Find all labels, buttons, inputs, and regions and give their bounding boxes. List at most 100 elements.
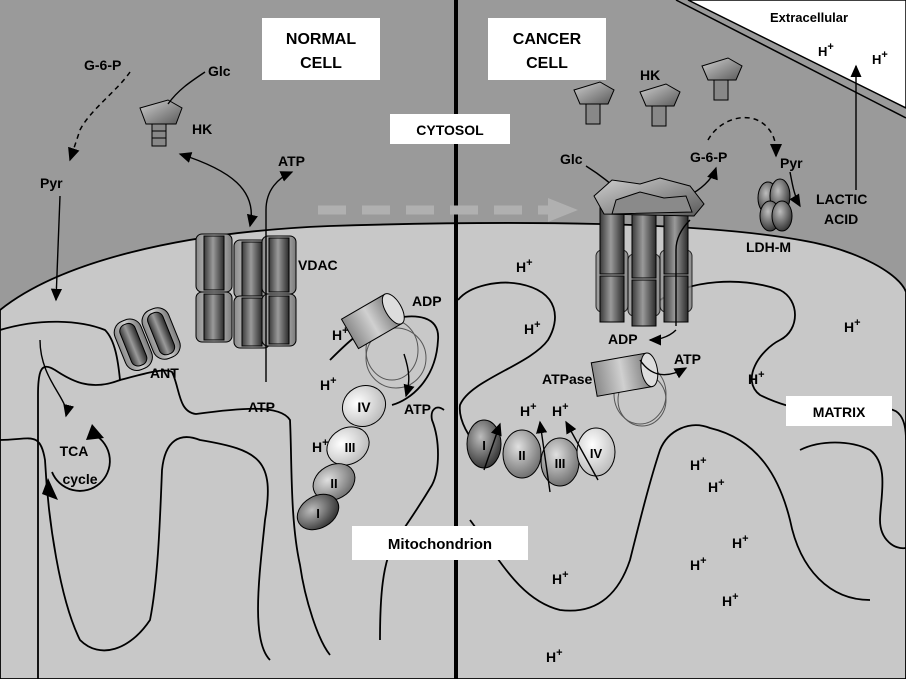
atp-export-arrow [265, 171, 294, 382]
proton-cancer-etc-1: H+ [520, 401, 537, 419]
proton-matrix-5: H+ [690, 455, 707, 473]
proton-normal-1: H+ [332, 325, 349, 343]
adp-atp-arrow-normal [403, 353, 415, 398]
mitochondrion-matrix [0, 222, 906, 679]
proton-matrix-2: H+ [524, 319, 541, 337]
atp-label-normal-synthase: ATP [404, 401, 431, 417]
proton-matrix-3: H+ [844, 317, 861, 335]
svg-text:I: I [316, 506, 320, 521]
hk-normal [139, 99, 183, 147]
vdac-normal [195, 233, 297, 349]
cytosol-label: CYTOSOL [390, 114, 510, 144]
pyr-to-tca-arrow [39, 339, 75, 418]
crista-center-left [119, 369, 331, 656]
hk-label-cancer: HK [640, 67, 660, 83]
pyr-to-lactate-arrow [789, 171, 801, 208]
g6p-label-normal: G-6-P [84, 57, 121, 73]
proton-cancer-etc-2: H+ [552, 401, 569, 419]
atp-vdac-link-cancer [675, 219, 691, 326]
complex-iv-cancer: IV [576, 427, 616, 477]
tca-label: TCA [60, 443, 89, 459]
atpase-cancer [590, 352, 667, 427]
normal-cell-title: NORMAL CELL [262, 18, 380, 80]
atp-label-normal-top: ATP [278, 153, 305, 169]
svg-text:IV: IV [357, 399, 371, 415]
proton-extracellular-1: H+ [818, 41, 834, 59]
pyr-down-arrow [50, 195, 63, 302]
adp-label-normal: ADP [412, 293, 442, 309]
proton-pump-iii [536, 420, 551, 493]
proton-pump-iv [565, 420, 599, 481]
svg-text:II: II [330, 476, 337, 491]
mitochondrion-label: Mitochondrion [352, 526, 528, 560]
cycle-label: cycle [62, 471, 97, 487]
g6p-label-cancer: G-6-P [690, 149, 727, 165]
proton-pump-i [483, 422, 502, 471]
crista-cancer-top [457, 281, 556, 449]
atpase-label: ATPase [542, 371, 593, 387]
complex-iii-cancer: III [540, 437, 580, 487]
matrix-label: MATRIX [786, 396, 892, 426]
svg-text:Mitochondrion: Mitochondrion [388, 536, 492, 553]
proton-matrix-4: H+ [748, 369, 765, 387]
proton-matrix-11: H+ [546, 647, 563, 665]
ant-label: ANT [150, 365, 179, 381]
glc-label-normal: Glc [208, 63, 231, 79]
svg-text:NORMAL: NORMAL [286, 31, 356, 48]
lactic-label: LACTIC [816, 191, 867, 207]
proton-matrix-9: H+ [552, 569, 569, 587]
vdac-hk-complex-cancer [593, 177, 705, 327]
crista-cancer-lower [469, 424, 871, 612]
hk-vdac-arrow [178, 152, 258, 228]
atp-hydrolysis-arrow-b [639, 359, 688, 379]
ant-transporter [113, 307, 181, 371]
atp-label-cancer: ATP [674, 351, 701, 367]
etc-normal: IV III II I [296, 384, 387, 531]
acid-label: ACID [824, 211, 858, 227]
svg-text:MATRIX: MATRIX [813, 404, 866, 420]
svg-text:III: III [345, 440, 356, 455]
atp-synthase-normal [340, 293, 427, 389]
svg-text:III: III [555, 456, 566, 471]
svg-text:CELL: CELL [300, 55, 342, 72]
pyr-label-cancer: Pyr [780, 155, 803, 171]
ldh-m [757, 178, 793, 232]
svg-text:CANCER: CANCER [513, 31, 582, 48]
cancer-cell-title: CANCER CELL [488, 18, 606, 80]
vdac-label: VDAC [298, 257, 338, 273]
proton-matrix-8: H+ [690, 555, 707, 573]
complex-i-cancer: I [466, 419, 502, 469]
extracellular-region [687, 0, 906, 109]
ldh-label: LDH-M [746, 239, 791, 255]
proton-normal-3: H+ [312, 437, 329, 455]
g6p-to-pyr-arrow-cancer [707, 116, 782, 158]
proton-matrix-1: H+ [516, 257, 533, 275]
glc-label-cancer: Glc [560, 151, 583, 167]
pyr-label-normal: Pyr [40, 175, 63, 191]
glc-to-hk-arrow [167, 71, 206, 105]
proton-matrix-10: H+ [722, 591, 739, 609]
crista-mid [379, 406, 445, 641]
atp-label-normal-bottom: ATP [248, 399, 275, 415]
complex-ii-normal: II [312, 463, 356, 501]
complex-i-normal: I [296, 493, 340, 531]
svg-text:CELL: CELL [526, 55, 568, 72]
adp-label-cancer: ADP [608, 331, 638, 347]
transition-arrow [318, 198, 578, 222]
hk-cancer-2 [639, 83, 681, 127]
atp-hydrolysis-arrow-a [648, 329, 677, 346]
crista-far-right [799, 441, 906, 550]
tca-cycle [42, 424, 111, 500]
hk-cancer-1 [573, 81, 615, 125]
extracellular-label: Extracellular [770, 10, 848, 25]
svg-text:CYTOSOL: CYTOSOL [416, 122, 484, 138]
g6p-to-pyr-arrow [68, 71, 131, 162]
proton-normal-2: H+ [320, 375, 337, 393]
proton-matrix-6: H+ [708, 477, 725, 495]
crista-lower-left [0, 436, 271, 661]
proton-extracellular-2: H+ [872, 49, 888, 67]
svg-text:I: I [482, 438, 486, 453]
proton-matrix-7: H+ [732, 533, 749, 551]
hk-label-normal: HK [192, 121, 212, 137]
